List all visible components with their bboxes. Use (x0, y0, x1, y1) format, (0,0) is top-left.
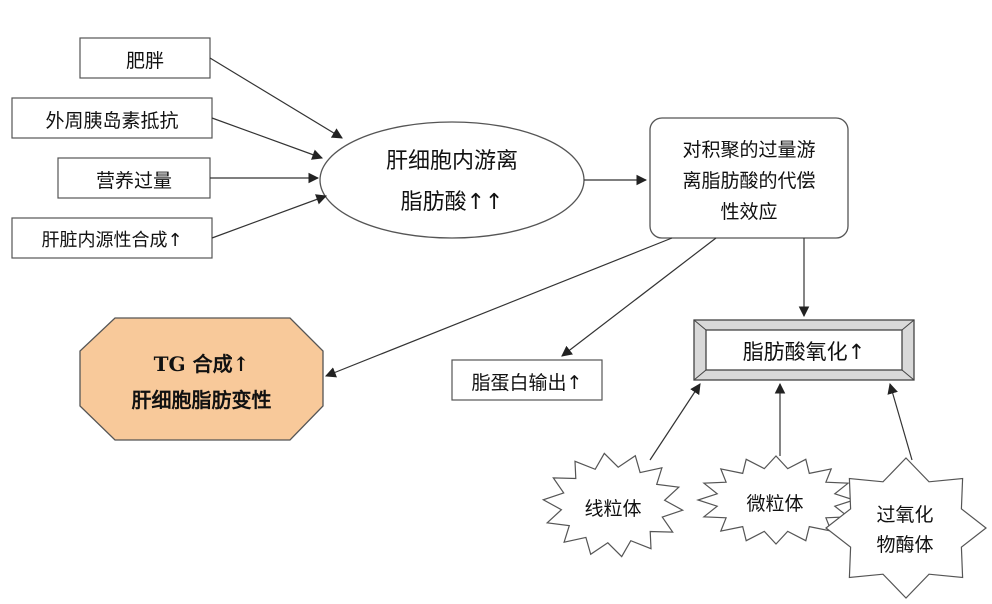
peroxisome-line2: 物酶体 (876, 534, 934, 556)
mitochondria-label: 线粒体 (584, 498, 642, 520)
arrow-insulin (211, 117, 324, 160)
lipoprotein-label: 脂蛋白输出↑ (471, 372, 583, 394)
obesity-label: 肥胖 (125, 50, 164, 72)
peroxisome-line1: 过氧化 (876, 504, 934, 526)
arrow-mitochondria (649, 383, 701, 461)
arrow-to-fatty-liver (324, 237, 673, 378)
fatty-liver-octagon (79, 317, 324, 441)
liver-synthesis-label: 肝脏内源性合成↑ (41, 230, 183, 251)
center-line2: 脂肪酸↑↑ (400, 190, 504, 215)
insulin-resistance-label: 外周胰岛素抵抗 (45, 110, 179, 132)
arrow-obesity (209, 57, 343, 139)
oxidation-box-inner (705, 329, 903, 371)
lipoprotein-box (451, 359, 603, 401)
overnutrition-box (57, 157, 211, 199)
arrow-to-lipoprotein (561, 237, 717, 357)
center-line1: 肝细胞内游离 (385, 149, 518, 174)
microsome-starburst (696, 455, 856, 545)
compensation-box (649, 117, 849, 239)
arrow-peroxisome (887, 382, 913, 461)
fatty-liver-line1: TG 合成↑ (153, 352, 250, 376)
free-fatty-acid-ellipse (319, 121, 585, 239)
fatty-liver-line2: 肝细胞脂肪变性 (131, 388, 272, 412)
compensation-line2: 离脂肪酸的代偿 (682, 170, 816, 192)
compensation-line3: 性效应 (720, 201, 778, 223)
peroxisome-star (825, 457, 987, 599)
arrow-liver-synthesis (211, 194, 328, 239)
mitochondria-starburst (541, 452, 685, 558)
obesity-box (79, 37, 211, 79)
oxidation-label: 脂肪酸氧化↑ (742, 340, 866, 364)
overnutrition-label: 营养过量 (95, 170, 172, 192)
microsome-label: 微粒体 (746, 493, 804, 515)
compensation-line1: 对积聚的过量游 (682, 139, 816, 161)
insulin-resistance-box (11, 97, 213, 139)
